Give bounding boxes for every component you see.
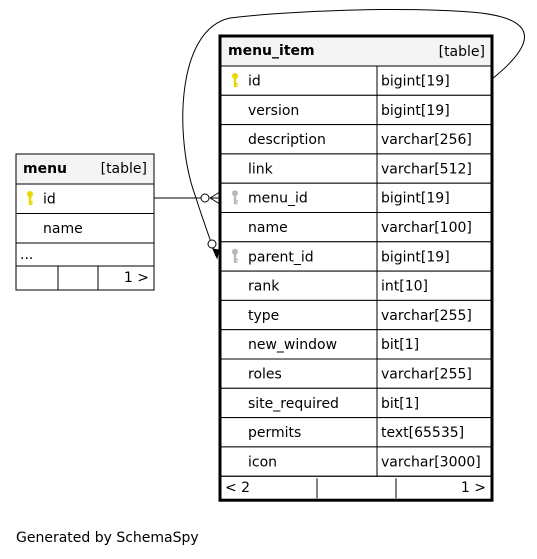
generated-by-label: Generated by SchemaSpy <box>16 530 199 546</box>
column-name: version <box>248 103 299 119</box>
edge-self-parent <box>182 9 525 257</box>
column-row-icon[interactable]: icon varchar[3000] <box>220 446 492 477</box>
column-name: id <box>43 192 56 208</box>
column-type: varchar[100] <box>381 220 472 236</box>
column-row-parent_id[interactable]: parent_id bigint[19] <box>220 241 492 272</box>
column-name: roles <box>248 367 282 383</box>
column-row-id[interactable]: id bigint[19] <box>220 65 492 96</box>
table-name: menu <box>23 161 67 177</box>
column-name: description <box>248 132 326 148</box>
column-row-link[interactable]: link varchar[512] <box>220 153 492 184</box>
table-kind-label: [table] <box>439 44 485 60</box>
table-header <box>220 36 492 66</box>
table-kind-label: [table] <box>101 161 147 177</box>
table-menu[interactable]: menu [table] id name... 1 > <box>15 153 155 291</box>
column-type: bigint[19] <box>381 249 450 265</box>
column-type: bigint[19] <box>381 74 450 90</box>
footer-right-label: 1 > <box>461 480 486 496</box>
column-row-site_required[interactable]: site_required bit[1] <box>220 387 492 419</box>
column-name: type <box>248 308 279 324</box>
table-menu-item[interactable]: menu_item [table] id bigint[19] version bigin… <box>218 34 494 502</box>
column-row-name[interactable]: name <box>15 213 155 244</box>
column-row-permits[interactable]: permits text[65535] <box>220 417 492 448</box>
column-row-description[interactable]: description varchar[256] <box>220 124 492 155</box>
footer-left-label: < 2 <box>225 480 250 496</box>
column-row-type[interactable]: type varchar[255] <box>220 299 492 331</box>
column-name: name <box>248 220 288 236</box>
crowfoot-menu-id <box>209 191 221 205</box>
table-footer: < 2 1 > <box>220 475 492 499</box>
more-columns-label: ... <box>20 247 33 263</box>
column-row-name[interactable]: name varchar[100] <box>220 212 492 243</box>
column-type: varchar[256] <box>381 132 472 148</box>
column-name: permits <box>248 425 301 441</box>
table-name: menu_item <box>228 43 315 59</box>
column-type: varchar[3000] <box>381 454 481 470</box>
column-name: menu_id <box>248 191 308 207</box>
table-border <box>218 34 494 502</box>
column-type: varchar[255] <box>381 308 472 324</box>
column-name: site_required <box>248 396 339 412</box>
column-row-id[interactable]: id <box>15 183 155 214</box>
column-name: parent_id <box>248 249 314 265</box>
column-name: rank <box>248 279 280 295</box>
column-name: new_window <box>248 337 337 353</box>
column-type: bigint[19] <box>381 103 450 119</box>
column-row-roles[interactable]: roles varchar[255] <box>220 358 492 389</box>
column-name: link <box>248 161 274 177</box>
footer-right-label: 1 > <box>124 270 149 286</box>
column-type: text[65535] <box>381 425 464 441</box>
column-row-rank[interactable]: rank int[10] <box>220 270 492 301</box>
column-type: varchar[255] <box>381 367 472 383</box>
column-type: int[10] <box>381 279 428 295</box>
arrow-parent-id <box>212 248 220 260</box>
schema-diagram: menu [table] id name... 1 > menu_item [table]… <box>15 9 525 502</box>
relationship-edges <box>154 9 525 260</box>
column-name: name <box>43 221 83 237</box>
table-footer <box>15 265 155 291</box>
column-row-new_window[interactable]: new_window bit[1] <box>220 329 492 360</box>
optional-marker-menu-id <box>200 193 210 203</box>
column-type: bigint[19] <box>381 191 450 207</box>
column-type: varchar[512] <box>381 161 472 177</box>
column-row-version[interactable]: version bigint[19] <box>220 94 492 126</box>
column-type: bit[1] <box>381 337 419 353</box>
optional-marker-parent-id <box>207 239 217 249</box>
column-name: icon <box>248 454 277 470</box>
column-row-menu_id[interactable]: menu_id bigint[19] <box>220 182 492 213</box>
more-columns-row <box>15 242 155 267</box>
column-name: id <box>248 74 261 90</box>
column-type: bit[1] <box>381 396 419 412</box>
